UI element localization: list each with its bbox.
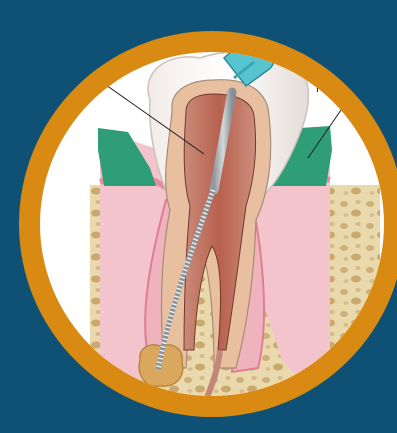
diagram-canvas: e Rubb [0, 0, 397, 428]
root-canal-illustration: e Rubb [0, 0, 397, 428]
